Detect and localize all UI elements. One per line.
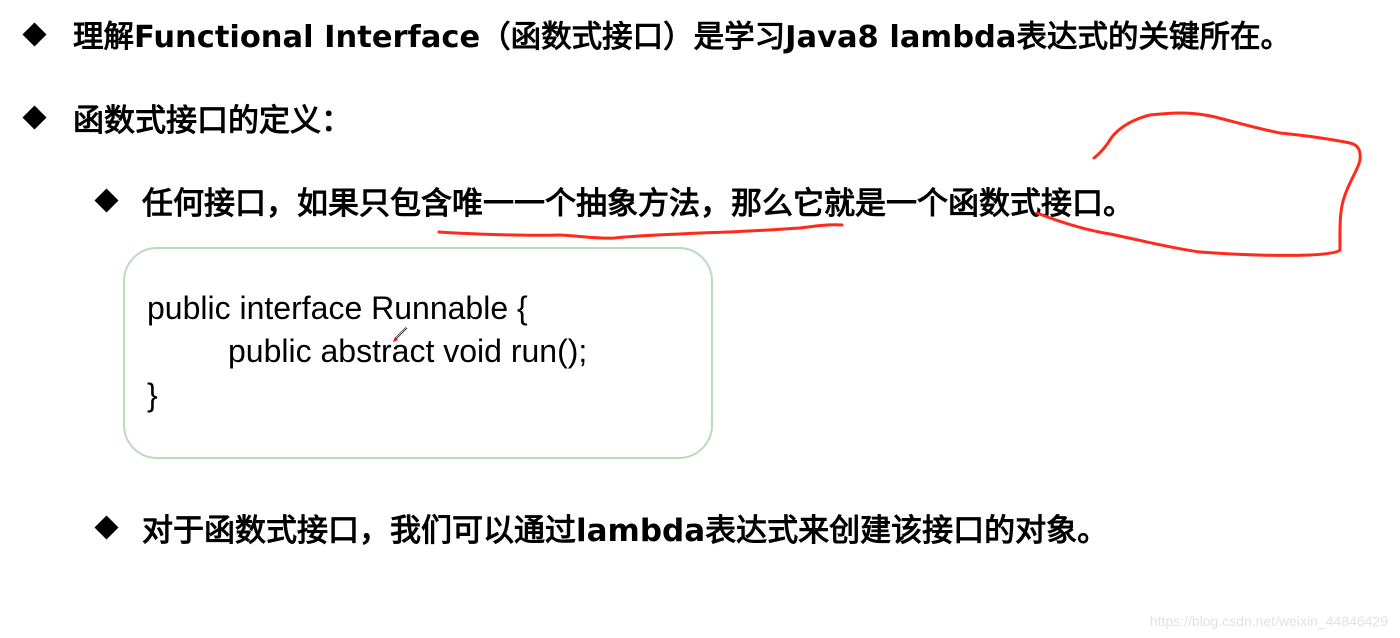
sub-bullet-item-definition: 任何接口，如果只包含唯一一个抽象方法，那么它就是一个函数式接口。 [94,178,1134,223]
bullet-text: 理解Functional Interface（函数式接口）是学习Java8 la… [73,20,1291,55]
code-line: public abstract void run(); [228,333,588,369]
diamond-bullet-icon [94,515,119,540]
red-underline-annotation [437,223,844,240]
bullet-item-definition-heading: 函数式接口的定义： [22,95,352,140]
bullet-text: 函数式接口的定义： [73,103,352,139]
watermark-url: https://blog.csdn.net/weixin_44846429 [1149,613,1388,629]
bullet-text: 任何接口，如果只包含唯一一个抽象方法，那么它就是一个函数式接口。 [142,186,1134,222]
code-block [123,247,713,459]
diamond-bullet-icon [94,188,119,213]
code-line: } [147,377,158,413]
bullet-text: 对于函数式接口，我们可以通过lambda表达式来创建该接口的对象。 [142,513,1109,549]
pen-cursor-icon [393,327,408,342]
code-line: public interface Runnable { [147,290,528,326]
diamond-bullet-icon [22,105,47,130]
diamond-bullet-icon [22,21,47,47]
sub-bullet-item-lambda: 对于函数式接口，我们可以通过lambda表达式来创建该接口的对象。 [94,505,1109,550]
bullet-item-intro: 理解Functional Interface（函数式接口）是学习Java8 la… [22,12,1291,56]
